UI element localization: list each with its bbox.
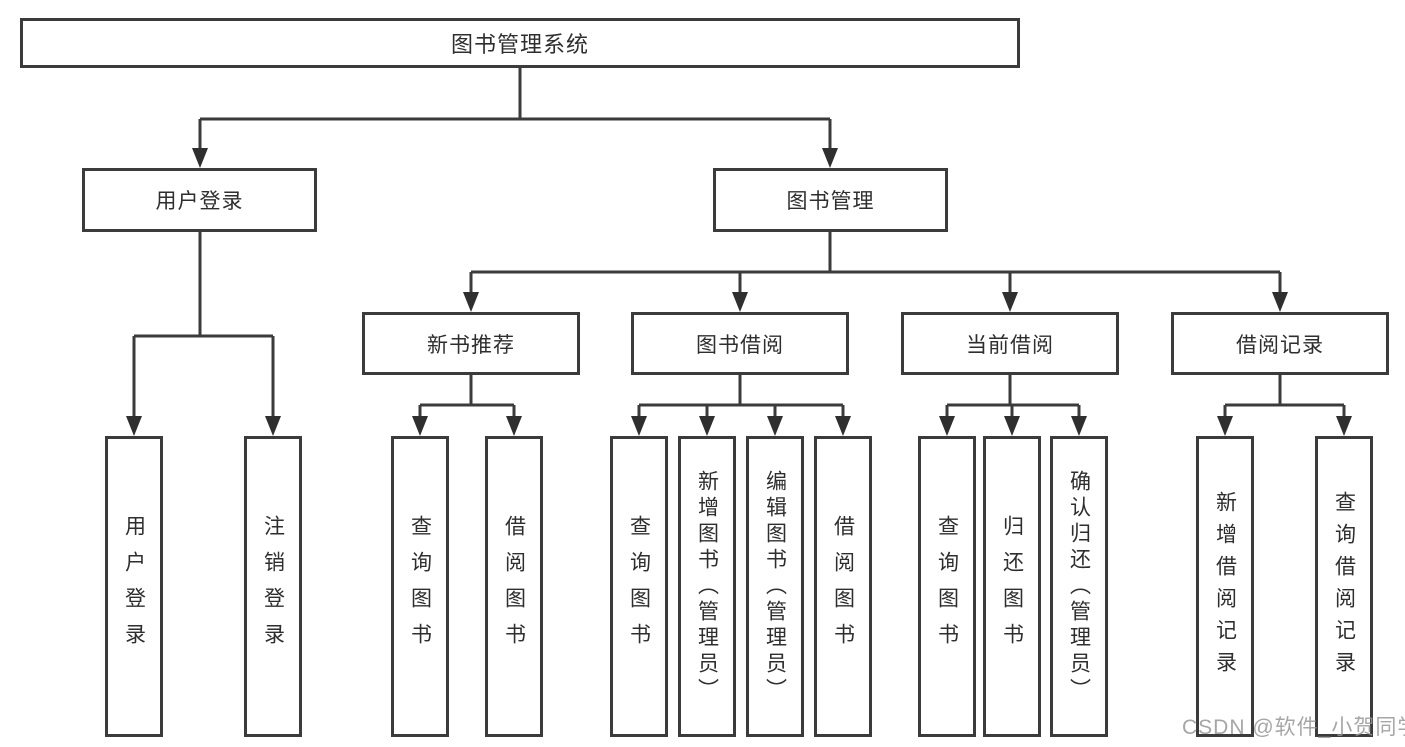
node-new-book-recommend: 新书推荐 <box>362 312 580 375</box>
leaf-edit-books-admin: 编辑图书（管理员） <box>746 436 804 737</box>
leaf-query-books-recommend-label: 查询图书 <box>408 514 432 659</box>
node-current-borrow: 当前借阅 <box>901 312 1119 375</box>
leaf-add-borrow-record-label: 新增借阅记录 <box>1213 490 1237 683</box>
leaf-borrow-books-recommend: 借阅图书 <box>485 436 543 737</box>
leaf-logout-label: 注销登录 <box>261 514 285 659</box>
node-current-borrow-label: 当前借阅 <box>966 333 1054 357</box>
connector-new-book-to-leaves <box>412 375 522 436</box>
node-book-borrow-label: 图书借阅 <box>696 333 784 357</box>
leaf-confirm-return-admin-label: 确认归还（管理员） <box>1067 469 1091 704</box>
connector-root-to-level2 <box>192 68 838 168</box>
node-book-management-label: 图书管理 <box>786 190 875 213</box>
node-user-login: 用户登录 <box>82 168 317 232</box>
leaf-query-books-borrow: 查询图书 <box>610 436 668 737</box>
node-borrow-records-label: 借阅记录 <box>1236 333 1324 357</box>
leaf-add-borrow-record: 新增借阅记录 <box>1196 436 1254 737</box>
node-library-system: 图书管理系统 <box>20 18 1020 68</box>
leaf-add-books-admin: 新增图书（管理员） <box>678 436 736 737</box>
leaf-borrow-books: 借阅图书 <box>814 436 872 737</box>
leaf-query-borrow-record: 查询借阅记录 <box>1315 436 1373 737</box>
node-user-login-label: 用户登录 <box>155 190 244 213</box>
connector-user-login-to-leaves <box>126 232 281 436</box>
leaf-borrow-books-label: 借阅图书 <box>831 514 855 659</box>
node-book-borrow: 图书借阅 <box>631 312 849 375</box>
csdn-watermark: CSDN @软件_小贺同学 <box>1182 716 1405 739</box>
leaf-query-borrow-record-label: 查询借阅记录 <box>1332 490 1356 683</box>
connector-borrow-records-to-leaves <box>1217 375 1352 436</box>
leaf-user-login-label: 用户登录 <box>122 514 146 659</box>
leaf-query-books-borrow-label: 查询图书 <box>627 514 651 659</box>
connector-book-management-to-level3 <box>463 232 1288 312</box>
leaf-query-books-current-label: 查询图书 <box>935 514 959 659</box>
node-new-book-recommend-label: 新书推荐 <box>427 333 515 357</box>
leaf-borrow-books-recommend-label: 借阅图书 <box>502 514 526 659</box>
node-book-management: 图书管理 <box>713 168 948 232</box>
leaf-add-books-admin-label: 新增图书（管理员） <box>695 469 719 704</box>
leaf-query-books-recommend: 查询图书 <box>391 436 449 737</box>
leaf-logout: 注销登录 <box>244 436 302 737</box>
node-borrow-records: 借阅记录 <box>1171 312 1389 375</box>
leaf-return-books: 归还图书 <box>983 436 1041 737</box>
leaf-user-login: 用户登录 <box>105 436 163 737</box>
leaf-confirm-return-admin: 确认归还（管理员） <box>1050 436 1108 737</box>
connector-book-borrow-to-leaves <box>631 375 851 436</box>
leaf-query-books-current: 查询图书 <box>918 436 976 737</box>
leaf-return-books-label: 归还图书 <box>1000 514 1024 659</box>
connector-current-borrow-to-leaves <box>939 375 1087 436</box>
node-library-system-label: 图书管理系统 <box>450 32 589 57</box>
leaf-edit-books-admin-label: 编辑图书（管理员） <box>763 469 787 704</box>
